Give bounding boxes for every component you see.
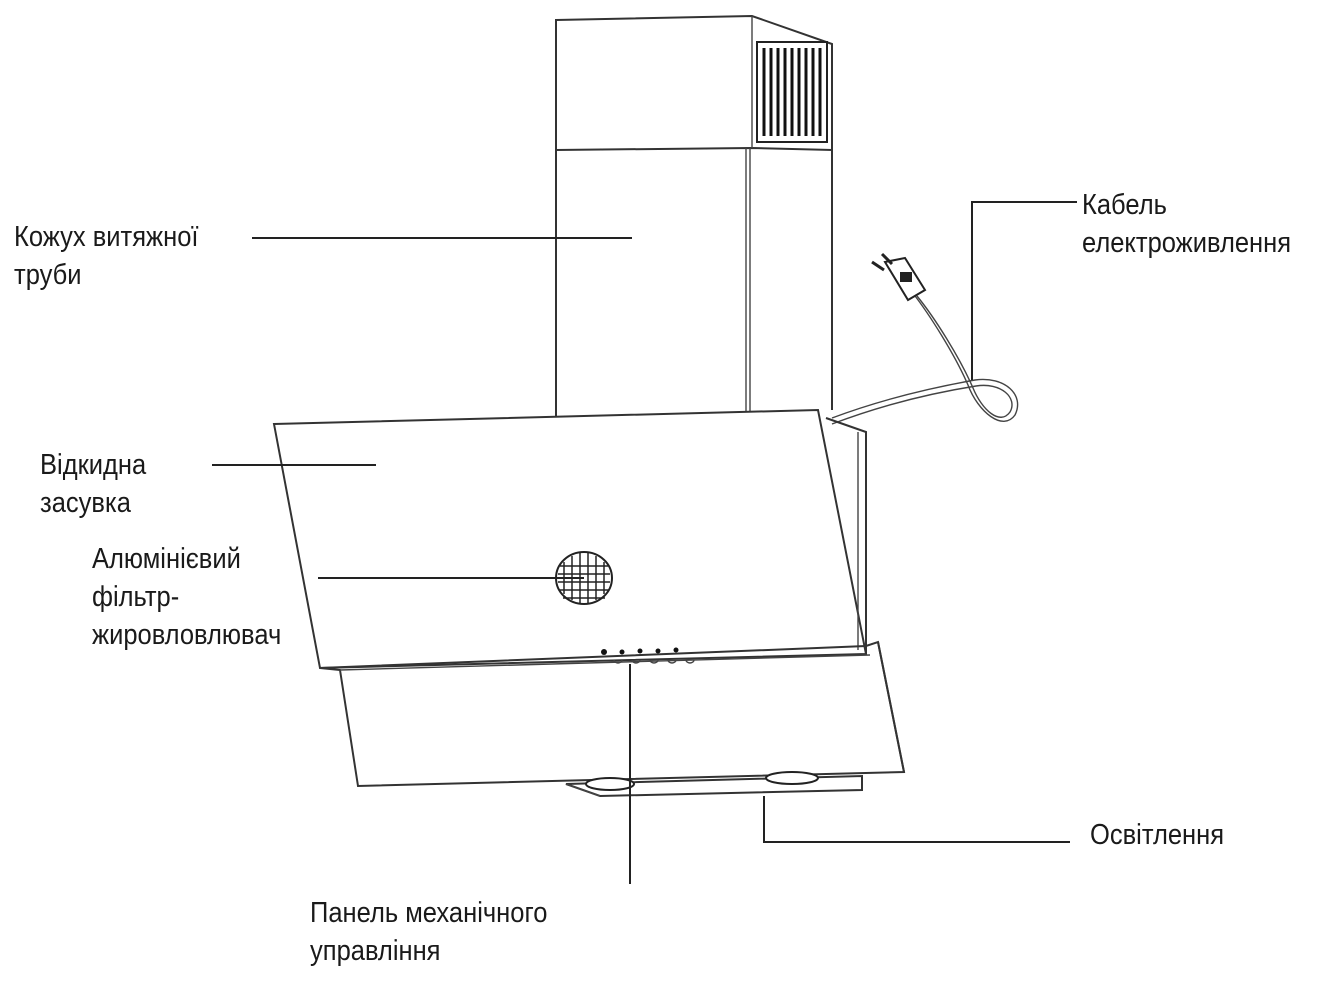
- lower-body: [319, 640, 906, 788]
- label-control-panel: Панель механічного управління: [310, 897, 548, 967]
- label-power-cable: Кабель електроживлення: [1082, 189, 1292, 259]
- power-cable: [831, 252, 1019, 425]
- label-hinged-flap: Відкидна засувка: [40, 449, 147, 519]
- leader-lighting: [763, 796, 1070, 843]
- plug-icon: [871, 252, 927, 302]
- chimney-lower: [555, 148, 833, 416]
- bottom-tray: [565, 771, 863, 798]
- leader-power-cable: [971, 201, 1077, 380]
- glass-panel: [272, 408, 868, 670]
- vent-grille: [756, 41, 828, 143]
- label-lighting: Освітлення: [1090, 819, 1225, 851]
- label-chimney-cover: Кожух витяжної труби: [14, 221, 199, 291]
- leader-lines: [212, 201, 1077, 884]
- label-grease-filter: Алюмінієвий фільтр- жировловлювач: [92, 543, 282, 651]
